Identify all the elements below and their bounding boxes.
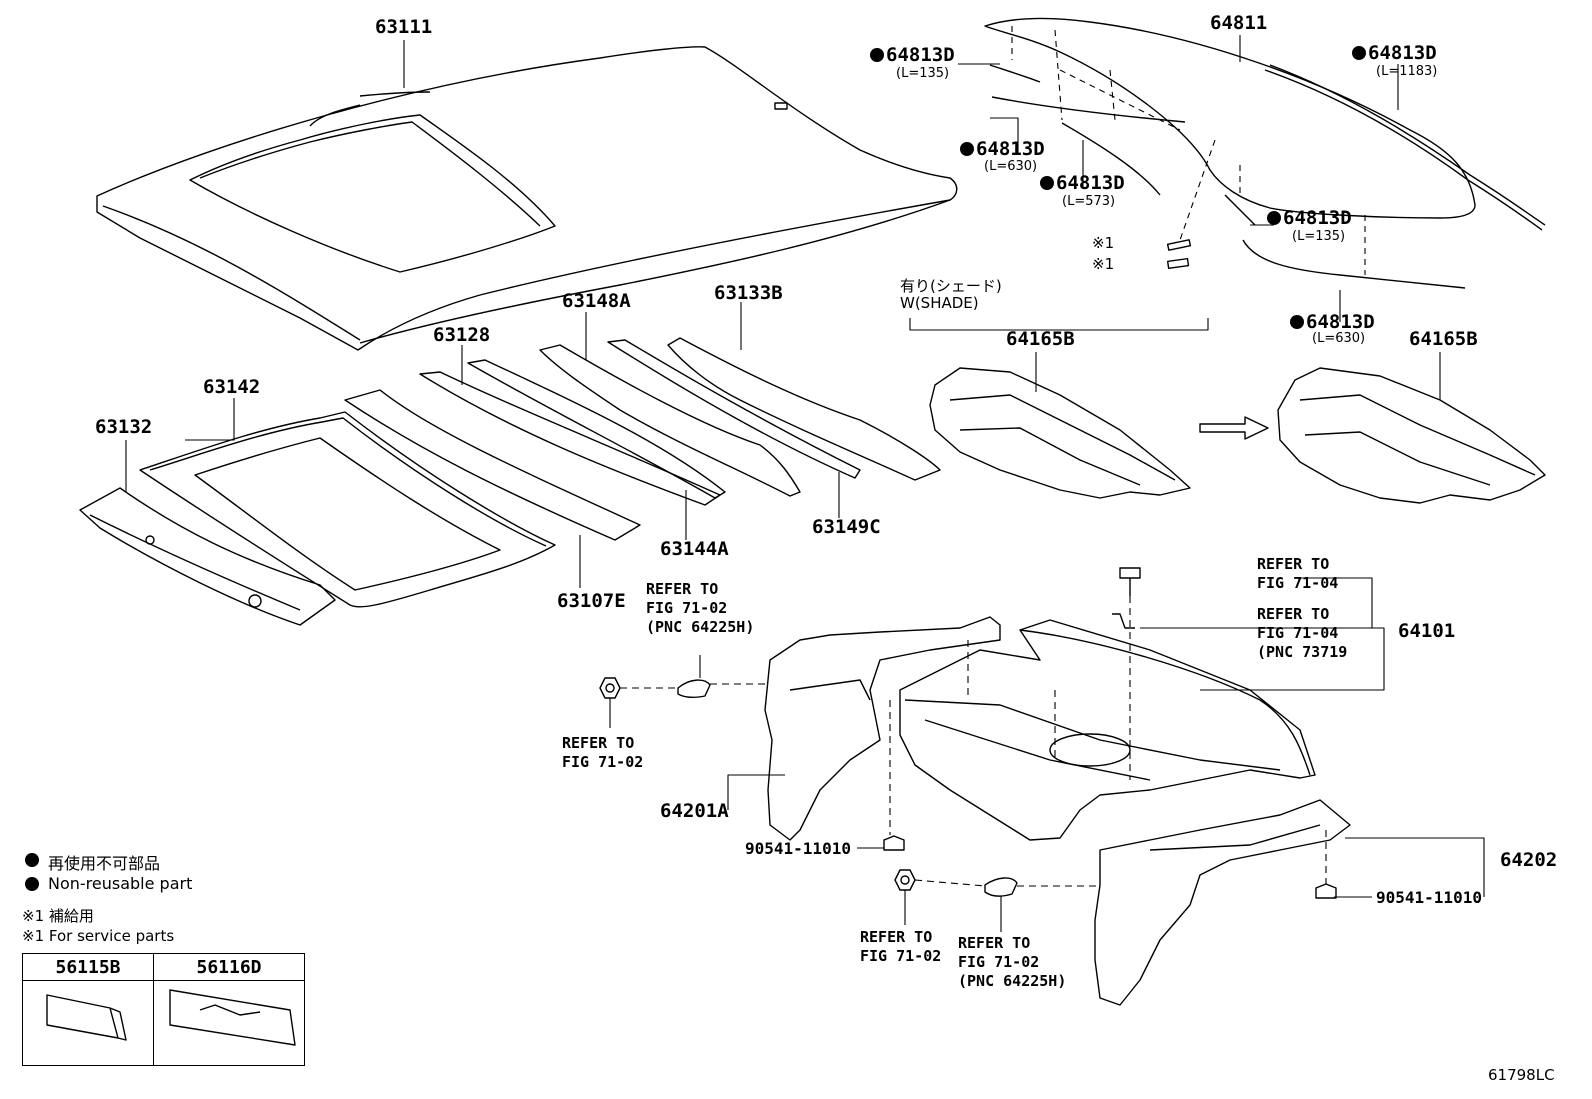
refer-note-71-02-left[interactable]: REFER TO FIG 71-02 bbox=[562, 734, 644, 771]
refer-note-73719[interactable]: REFER TO FIG 71-04 (PNC 73719 bbox=[1257, 605, 1348, 661]
silencer-pad-drawing bbox=[929, 367, 1546, 504]
part-number-63107E[interactable]: 63107E bbox=[557, 590, 626, 612]
moulding-length-2: (L=1183) bbox=[1376, 64, 1438, 79]
service-part-56116D-image bbox=[153, 980, 305, 1066]
service-part-56115B-image bbox=[22, 980, 154, 1066]
moulding-callout-3[interactable]: 64813D bbox=[960, 140, 1045, 159]
refer-note-71-02-lower[interactable]: REFER TO FIG 71-02 bbox=[860, 928, 942, 965]
moulding-part-number: 64813D bbox=[1283, 207, 1352, 229]
roof-reinforcements-drawing bbox=[79, 337, 941, 626]
fastener-drawings bbox=[599, 567, 1337, 899]
quarter-inner-panels-drawing bbox=[764, 616, 1351, 1006]
part-number-64201A[interactable]: 64201A bbox=[660, 800, 729, 822]
figure-code: 61798LC bbox=[1488, 1066, 1555, 1084]
non-reusable-dot-icon bbox=[960, 142, 974, 156]
moulding-part-number: 64813D bbox=[1056, 172, 1125, 194]
fastener-leaders bbox=[620, 596, 1327, 887]
back-glass-leaders bbox=[1011, 26, 1366, 275]
refer-note-64225H-upper[interactable]: REFER TO FIG 71-02 (PNC 64225H) bbox=[646, 580, 755, 636]
part-number-63149C[interactable]: 63149C bbox=[812, 516, 881, 538]
part-number-63144A[interactable]: 63144A bbox=[660, 538, 729, 560]
part-number-63111[interactable]: 63111 bbox=[375, 16, 433, 38]
moulding-callout-5[interactable]: 64813D bbox=[1267, 209, 1352, 228]
moulding-length-3: (L=630) bbox=[984, 159, 1038, 174]
moulding-length-4: (L=573) bbox=[1062, 194, 1116, 209]
part-number-64165B-shade[interactable]: 64165B bbox=[1006, 328, 1075, 350]
non-reusable-dot-icon bbox=[1352, 46, 1366, 60]
service-parts-table: 56115B 56116D bbox=[22, 953, 305, 1066]
moulding-callout-4[interactable]: 64813D bbox=[1040, 174, 1125, 193]
part-number-64811[interactable]: 64811 bbox=[1210, 12, 1268, 34]
moulding-part-number: 64813D bbox=[1368, 42, 1437, 64]
part-number-63128[interactable]: 63128 bbox=[433, 324, 491, 346]
callout-leaders bbox=[125, 35, 1485, 932]
legend-nonreusable-ja: 再使用不可部品 bbox=[48, 854, 161, 873]
part-number-64101[interactable]: 64101 bbox=[1398, 620, 1456, 642]
moulding-length-1: (L=135) bbox=[896, 66, 950, 81]
legend-service-en: ※1 For service parts bbox=[22, 927, 175, 945]
back-glass-drawing bbox=[984, 17, 1546, 289]
non-reusable-dot-icon bbox=[1290, 315, 1304, 329]
part-number-63148A[interactable]: 63148A bbox=[562, 290, 631, 312]
service-mark-1: ※1 bbox=[1092, 234, 1115, 252]
roof-panel-drawing bbox=[96, 46, 958, 351]
moulding-callout-1[interactable]: 64813D bbox=[870, 46, 955, 65]
part-number-64165B[interactable]: 64165B bbox=[1409, 328, 1478, 350]
moulding-part-number: 64813D bbox=[886, 44, 955, 66]
moulding-length-6: (L=630) bbox=[1312, 331, 1366, 346]
legend-nonreusable-en: Non-reusable part bbox=[48, 874, 193, 893]
service-part-56116D[interactable]: 56116D bbox=[153, 953, 305, 981]
non-reusable-dot-icon bbox=[870, 48, 884, 62]
refer-note-64225H-lower[interactable]: REFER TO FIG 71-02 (PNC 64225H) bbox=[958, 934, 1067, 990]
moulding-part-number: 64813D bbox=[1306, 311, 1375, 333]
service-part-56115B[interactable]: 56115B bbox=[22, 953, 154, 981]
package-tray-drawing bbox=[899, 619, 1316, 841]
part-number-90541-11010-left[interactable]: 90541-11010 bbox=[745, 839, 851, 858]
part-number-64202[interactable]: 64202 bbox=[1500, 849, 1558, 871]
shade-note-ja: 有り(シェード) bbox=[900, 277, 1002, 295]
moulding-part-number: 64813D bbox=[976, 138, 1045, 160]
refer-note-71-04-bolt[interactable]: REFER TO FIG 71-04 bbox=[1257, 555, 1339, 592]
part-number-90541-11010-right[interactable]: 90541-11010 bbox=[1376, 888, 1482, 907]
moulding-callout-6[interactable]: 64813D bbox=[1290, 313, 1375, 332]
shade-note-en: W(SHADE) bbox=[900, 294, 979, 312]
service-mark-2: ※1 bbox=[1092, 255, 1115, 273]
non-reusable-dot-icon bbox=[1267, 211, 1281, 225]
moulding-length-5: (L=135) bbox=[1292, 229, 1346, 244]
part-number-63132[interactable]: 63132 bbox=[95, 416, 153, 438]
moulding-callout-2[interactable]: 64813D bbox=[1352, 44, 1437, 63]
legend-service-ja: ※1 補給用 bbox=[22, 907, 94, 925]
part-number-63133B[interactable]: 63133B bbox=[714, 282, 783, 304]
non-reusable-dot-icon bbox=[1040, 176, 1054, 190]
part-number-63142[interactable]: 63142 bbox=[203, 376, 261, 398]
